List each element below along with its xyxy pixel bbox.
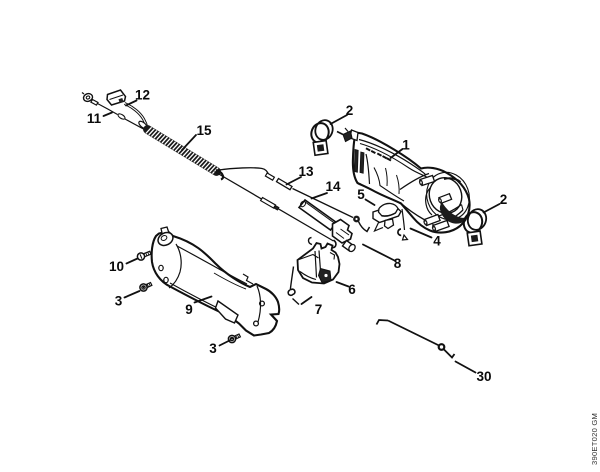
- svg-text:390ET020 GM: 390ET020 GM: [590, 413, 599, 465]
- svg-text:9: 9: [185, 302, 193, 317]
- svg-text:14: 14: [325, 179, 341, 194]
- svg-text:10: 10: [109, 259, 124, 274]
- svg-text:2: 2: [346, 103, 354, 118]
- svg-text:1: 1: [402, 138, 410, 153]
- svg-text:5: 5: [357, 187, 365, 202]
- svg-text:2: 2: [500, 192, 508, 207]
- svg-text:8: 8: [394, 256, 402, 271]
- svg-text:4: 4: [433, 234, 441, 249]
- svg-text:30: 30: [476, 369, 491, 384]
- svg-text:6: 6: [348, 282, 356, 297]
- svg-text:11: 11: [87, 111, 102, 126]
- svg-text:3: 3: [115, 294, 123, 309]
- svg-text:3: 3: [209, 341, 217, 356]
- svg-text:13: 13: [298, 164, 314, 179]
- svg-text:7: 7: [315, 302, 323, 317]
- svg-text:15: 15: [196, 123, 212, 138]
- svg-text:12: 12: [135, 88, 150, 103]
